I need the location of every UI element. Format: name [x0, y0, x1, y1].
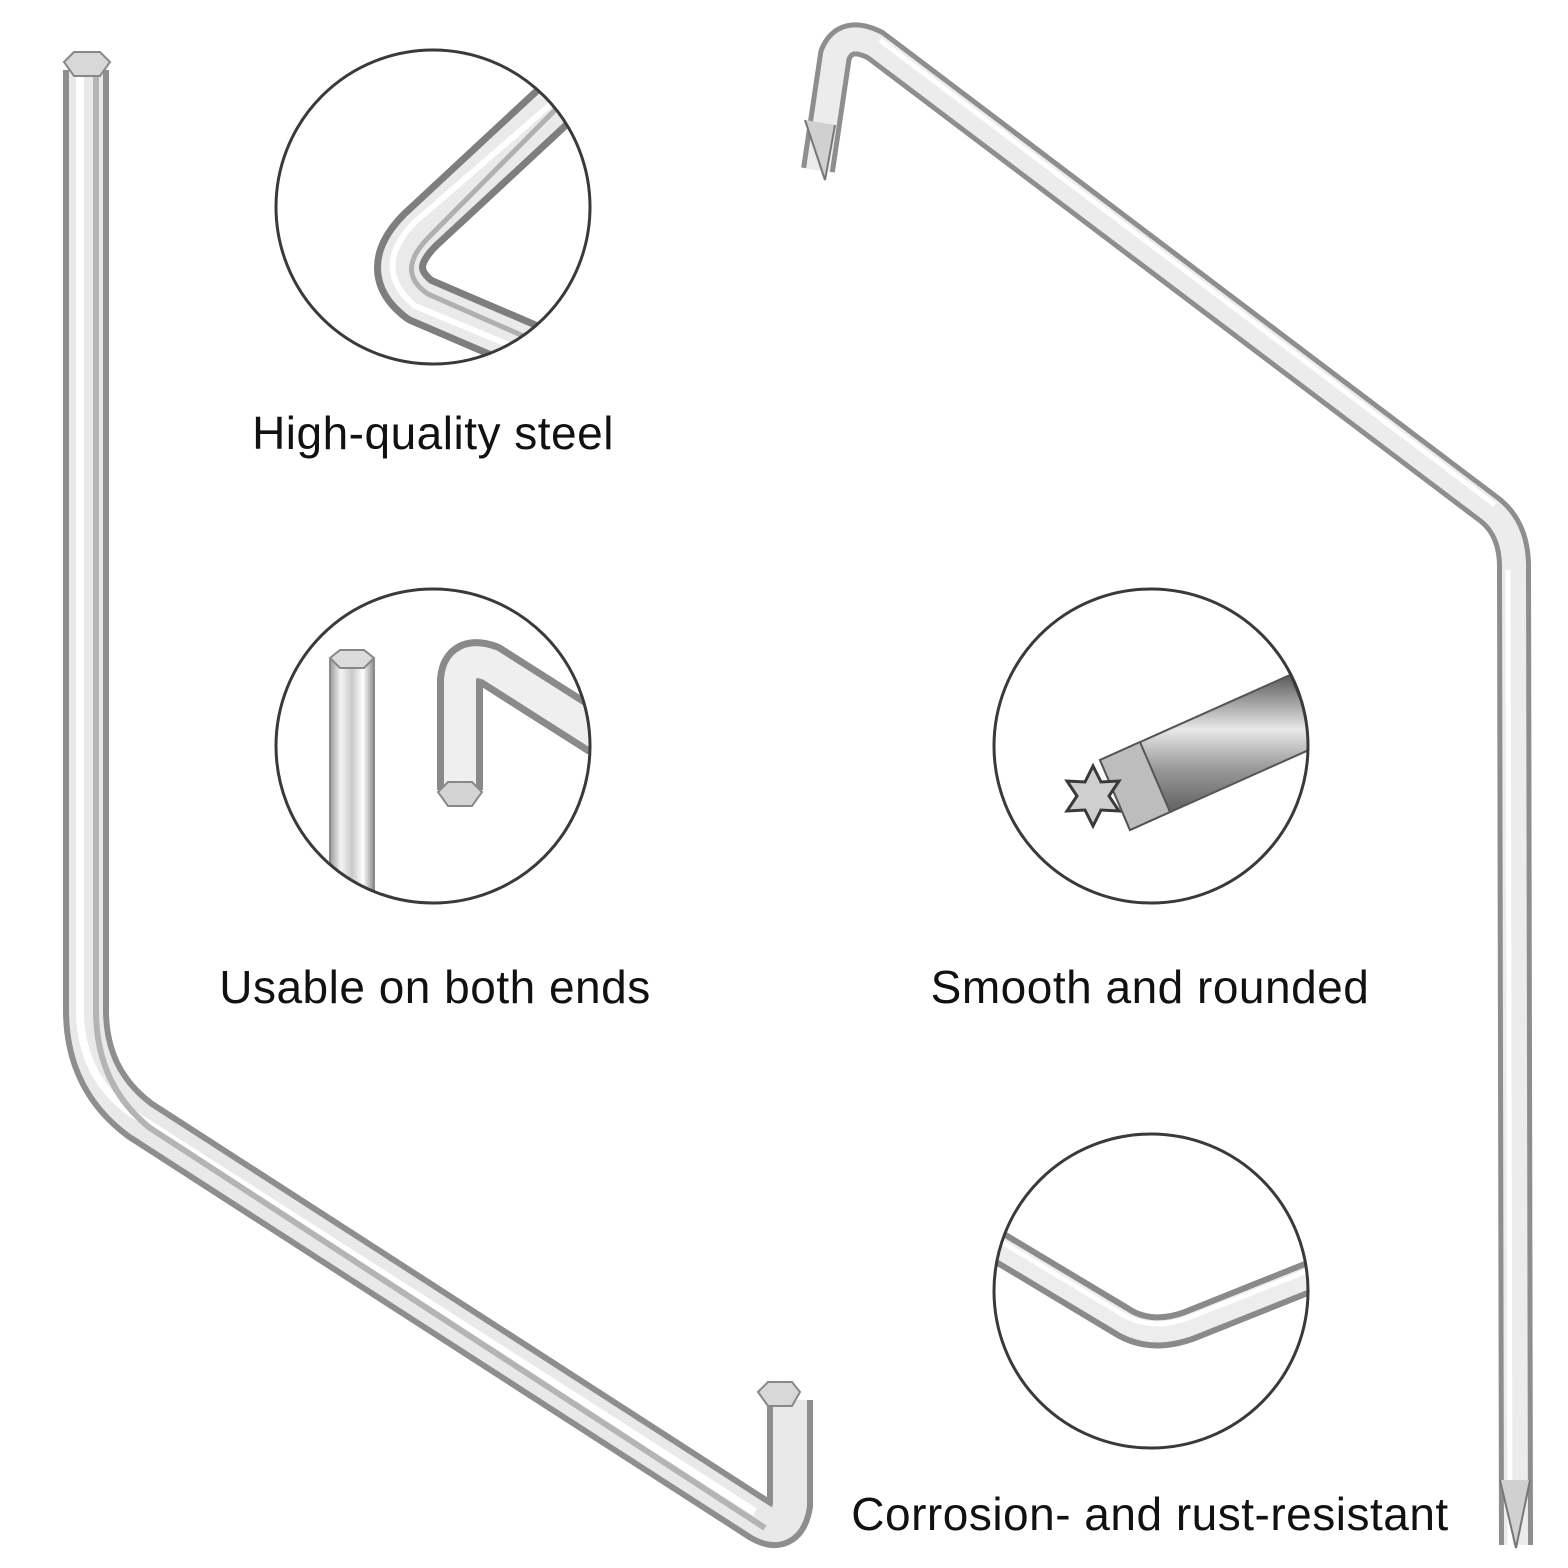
closeup-circle-corrosion-resistant [992, 1132, 1310, 1450]
closeup-circle-usable-both-ends [274, 587, 592, 905]
hex-key-wrench [62, 51, 813, 1548]
l-bend-closeup-icon [374, 80, 578, 364]
feature-label-corrosion-resistant: Corrosion- and rust-resistant [851, 1488, 1449, 1540]
torx-tip-closeup-icon [1064, 673, 1308, 832]
feature-label-smooth-rounded: Smooth and rounded [930, 961, 1370, 1013]
feature-label-usable-both-ends: Usable on both ends [219, 961, 651, 1013]
feature-label-high-quality-steel: High-quality steel [252, 407, 614, 459]
closeup-circle-smooth-rounded [992, 587, 1310, 905]
closeup-circle-high-quality-steel [274, 48, 592, 366]
hex-ends-closeup-icon [328, 639, 590, 903]
bend-closeup-icon [994, 1230, 1308, 1349]
torx-key-wrench [801, 22, 1533, 1549]
